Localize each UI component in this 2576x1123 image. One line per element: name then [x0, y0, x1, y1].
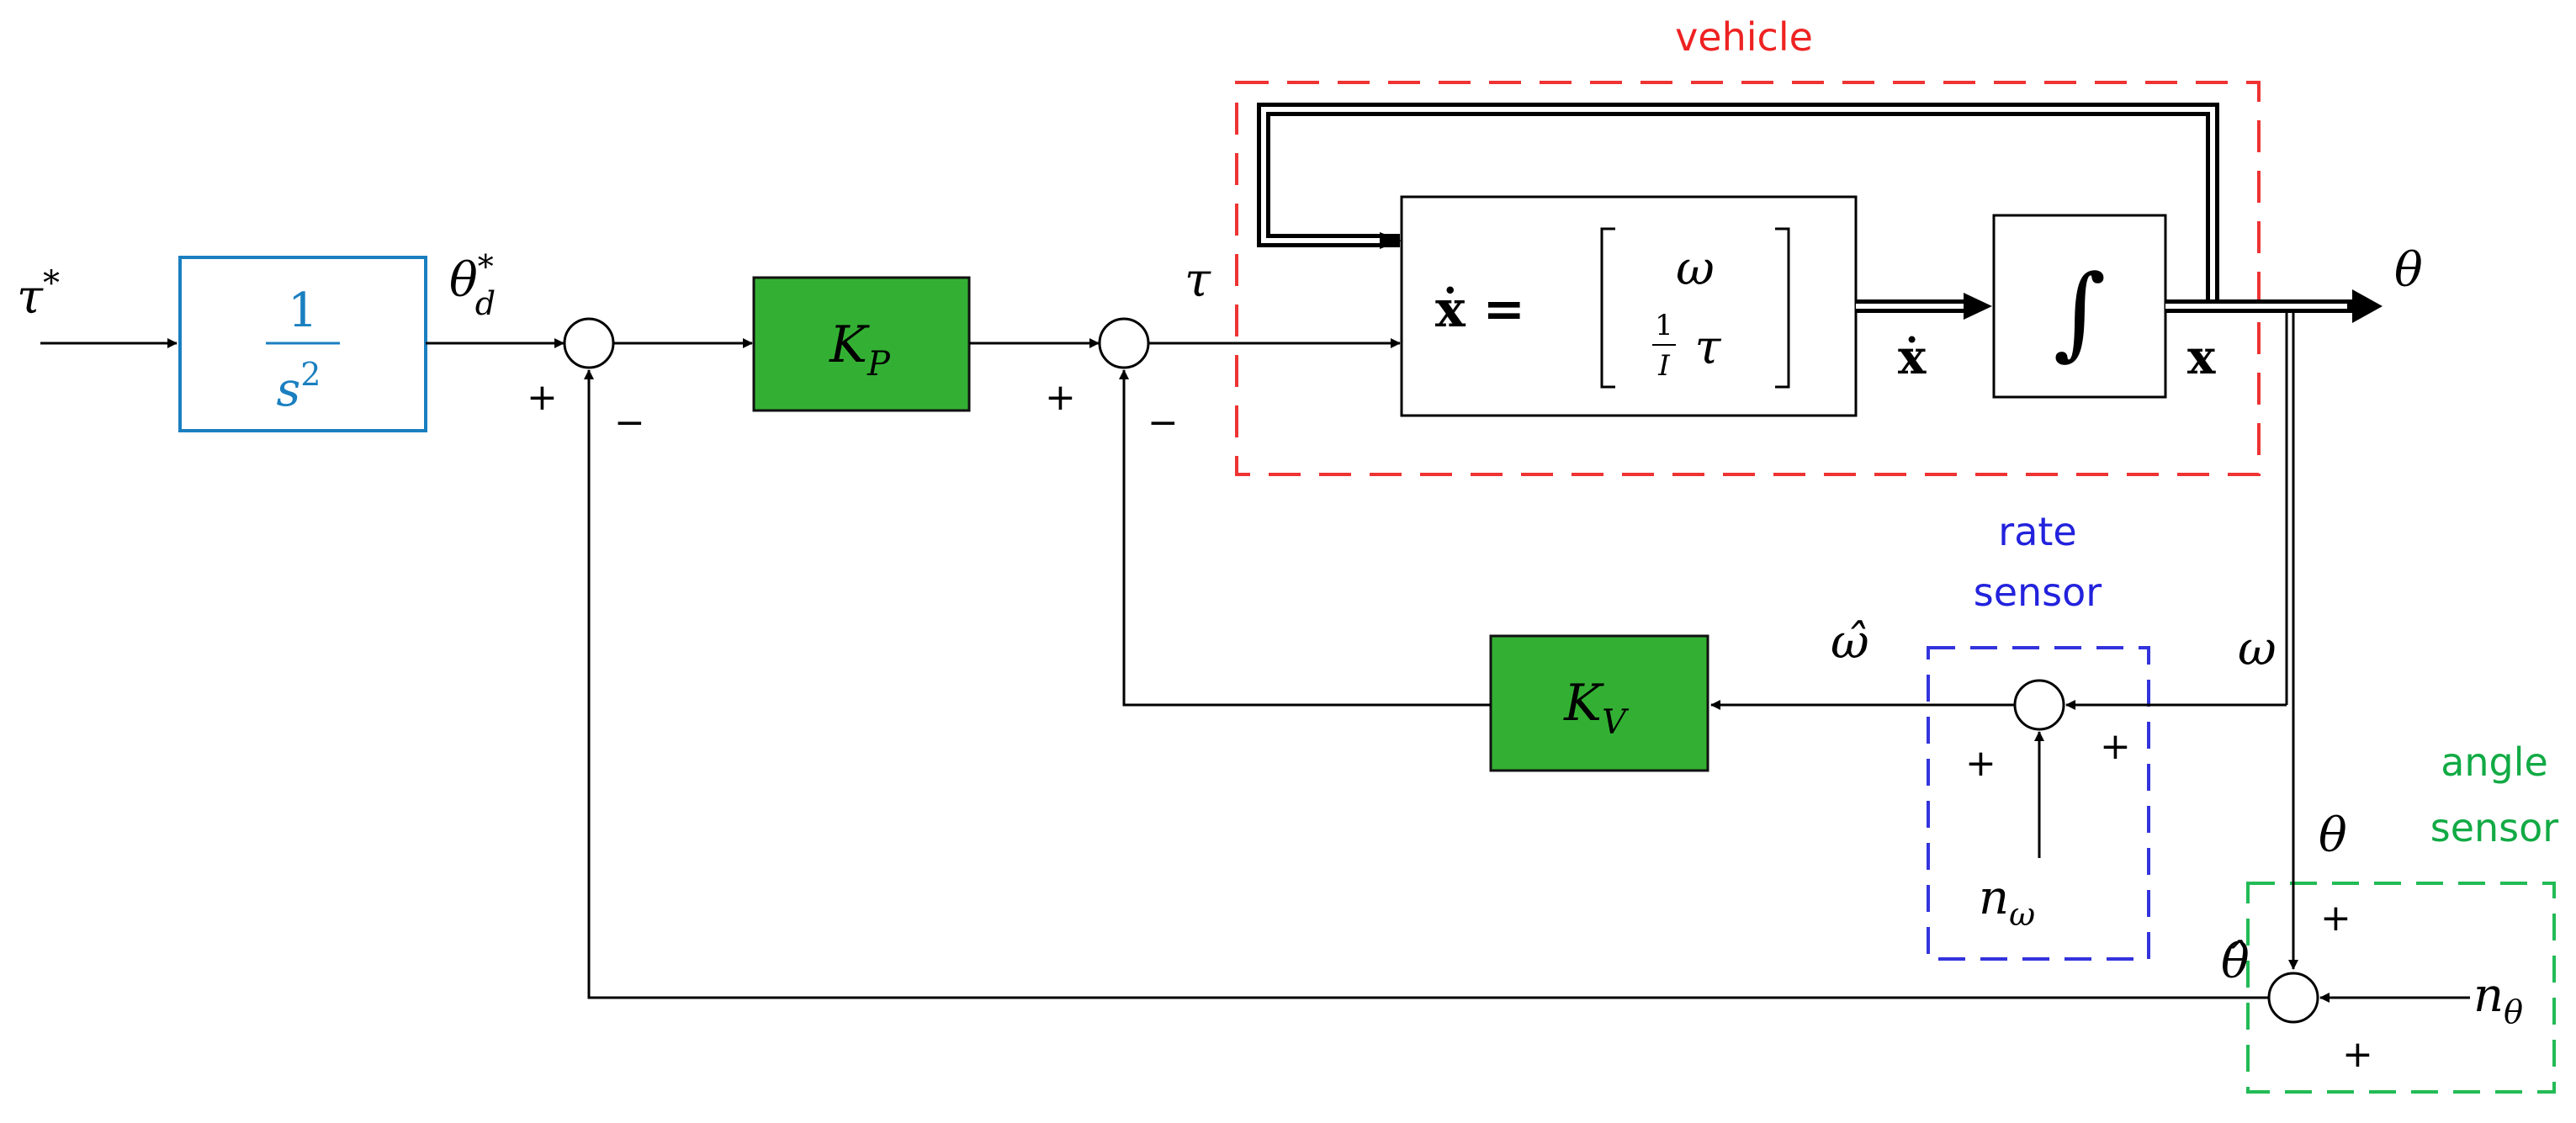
dynamics-lhs: ẋ =: [1435, 280, 1525, 339]
rate-sensor-group-box: [1927, 646, 2150, 961]
angle-feedback-line: [584, 369, 2269, 999]
kp-gain-block: [752, 276, 971, 412]
dynamics-row1: ω: [1676, 241, 1715, 296]
rate-sensor-label-line2: sensor: [1974, 569, 2102, 615]
rate-plus-right: +: [2100, 725, 2131, 768]
kv-gain-block: [1489, 634, 1709, 772]
vehicle-label: vehicle: [1675, 14, 1813, 60]
angle-plus-bottom: +: [2342, 1033, 2373, 1076]
kv-gain-label: KV: [1563, 674, 1630, 742]
vehicle-group-box: [1235, 81, 2261, 476]
rate-sensor-sum: [2013, 679, 2065, 731]
rate-plus-left: +: [1965, 742, 1996, 785]
angle-sensor-sum: [2267, 972, 2319, 1024]
summing-junction-1: [563, 317, 615, 369]
dynamics-row2: τ: [1695, 320, 1722, 375]
dynamics-frac-den: I: [1657, 349, 1670, 383]
xdot-label: ẋ: [1898, 330, 1927, 385]
n-theta-label: nθ: [2473, 968, 2523, 1030]
summing-junction-2: [1098, 317, 1150, 369]
n-omega-label: nω: [1979, 871, 2035, 933]
kp-gain-label: KP: [829, 315, 891, 384]
dynamics-left-bracket: [1600, 227, 1615, 389]
dynamics-right-bracket: [1775, 227, 1790, 389]
tau-star-label: τ*: [17, 264, 60, 325]
dynamics-block: [1400, 195, 1858, 417]
omega-label: ω: [2238, 622, 2277, 676]
x-label: x: [2187, 330, 2216, 385]
theta-output-label: θ: [2394, 243, 2423, 298]
sum2-minus-sign: −: [1148, 401, 1179, 444]
dynamics-frac-num: 1: [1655, 309, 1673, 342]
angle-sensor-label-line1: angle: [2441, 739, 2548, 785]
sum1-plus-sign: +: [527, 376, 558, 419]
theta-branch-label: θ: [2319, 808, 2347, 863]
sum2-plus-sign: +: [1045, 376, 1076, 419]
integrator-symbol: ∫: [2054, 254, 2107, 371]
prefilter-denominator: s2: [277, 356, 321, 417]
rate-sensor-label-line1: rate: [1998, 509, 2076, 554]
tau-label: τ: [1185, 253, 1211, 308]
sum1-minus-sign: −: [614, 401, 645, 444]
angle-sensor-group-box: [2246, 882, 2556, 1094]
angle-plus-top: +: [2320, 897, 2351, 940]
theta-hat-label: θ̂: [2221, 935, 2250, 989]
kv-feedback-line: [1119, 369, 1491, 707]
integrator-block: [1992, 214, 2167, 399]
prefilter-numerator: 1: [288, 283, 318, 338]
angle-sensor-label-line2: sensor: [2430, 805, 2559, 850]
theta-d-label: θ*d: [449, 248, 496, 322]
omega-hat-label: ω̂: [1831, 615, 1869, 670]
